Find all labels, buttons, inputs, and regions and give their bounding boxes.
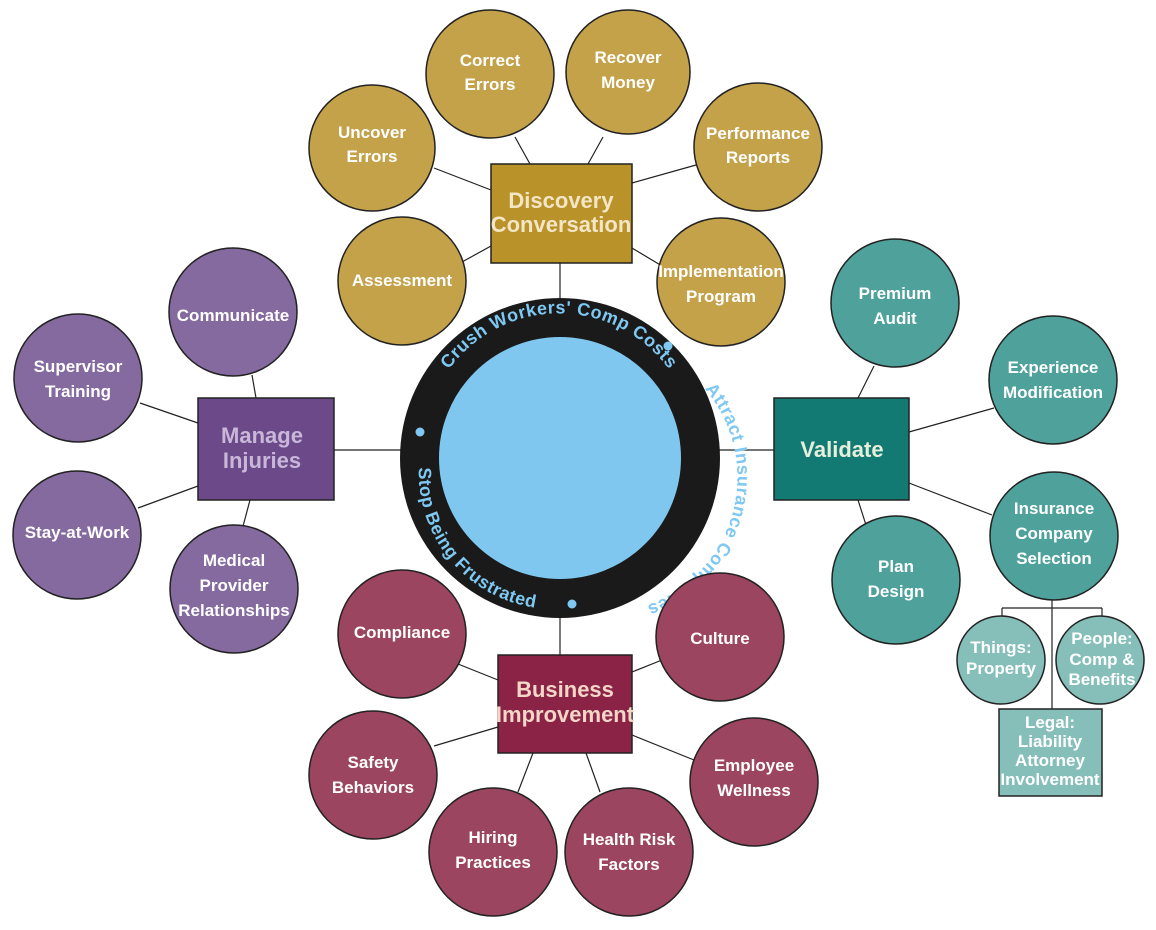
- item-label: Legal:: [1025, 713, 1075, 732]
- manage-hub: [197, 397, 335, 501]
- item-label: Errors: [346, 147, 397, 166]
- item-label: Benefits: [1068, 670, 1135, 689]
- item-label: Attorney: [1015, 751, 1085, 770]
- item-label: Training: [45, 382, 111, 401]
- item-label: Assessment: [352, 271, 453, 290]
- validate-group: Validate Premium Audit Experience Modifi…: [773, 238, 1145, 797]
- validate-item-plan-design: Plan Design: [831, 515, 961, 645]
- ring-dot-top-right: [663, 341, 673, 351]
- business-title-1: Business: [516, 677, 614, 702]
- item-label: Correct: [460, 51, 521, 70]
- ring-dot-left: [415, 427, 425, 437]
- item-label: Plan: [878, 557, 914, 576]
- business-item-compliance: Compliance: [337, 569, 467, 699]
- discovery-item-implementation-program: Implementation Program: [656, 217, 786, 347]
- item-label: Reports: [726, 148, 790, 167]
- center-ring: Crush Workers' Comp Costs Attract Insura…: [400, 297, 753, 621]
- discovery-item-uncover-errors: Uncover Errors: [308, 84, 436, 212]
- manage-title-2: Injuries: [223, 448, 301, 473]
- discovery-group: Discovery Conversation Uncover Errors Co…: [308, 9, 823, 347]
- business-item-culture: Culture: [655, 572, 785, 702]
- item-label: Hiring: [468, 828, 517, 847]
- discovery-item-recover-money: Recover Money: [565, 9, 691, 135]
- manage-title-1: Manage: [221, 423, 303, 448]
- item-label: Culture: [690, 629, 750, 648]
- discovery-item-performance-reports: Performance Reports: [693, 82, 823, 212]
- validate-sub-things-property: Things: Property: [956, 615, 1046, 705]
- item-label: Safety: [347, 753, 399, 772]
- item-label: Provider: [200, 576, 269, 595]
- business-item-health-risk-factors: Health Risk Factors: [564, 787, 694, 917]
- business-item-hiring-practices: Hiring Practices: [428, 787, 558, 917]
- item-label: Insurance: [1014, 499, 1094, 518]
- item-label: Program: [686, 287, 756, 306]
- item-label: Things:: [970, 638, 1031, 657]
- item-label: Stay-at-Work: [25, 523, 130, 542]
- manage-item-supervisor-training: Supervisor Training: [13, 313, 143, 443]
- manage-item-medical-provider-relationships: Medical Provider Relationships: [169, 524, 299, 654]
- validate-hub: [773, 397, 910, 501]
- item-label: Money: [601, 73, 655, 92]
- discovery-item-correct-errors: Correct Errors: [425, 9, 555, 139]
- item-label: Experience: [1008, 358, 1099, 377]
- manage-item-communicate: Communicate: [168, 247, 298, 377]
- validate-title: Validate: [800, 437, 883, 462]
- business-hub: [497, 654, 633, 754]
- item-label: Performance: [706, 124, 810, 143]
- validate-item-premium-audit: Premium Audit: [830, 238, 960, 368]
- item-label: Liability: [1018, 732, 1083, 751]
- item-label: Compliance: [354, 623, 450, 642]
- business-item-safety-behaviors: Safety Behaviors: [308, 710, 438, 840]
- business-group: Business Improvement Compliance Culture …: [308, 569, 819, 917]
- discovery-item-assessment: Assessment: [337, 216, 467, 346]
- item-label: Factors: [598, 855, 659, 874]
- item-label: Design: [868, 582, 925, 601]
- manage-group: Manage Injuries Communicate Supervisor T…: [12, 247, 335, 654]
- item-label: Employee: [714, 756, 794, 775]
- item-label: Health Risk: [583, 830, 676, 849]
- validate-sub-legal-liability: Legal: Liability Attorney Involvement: [998, 708, 1103, 797]
- item-label: Medical: [203, 551, 265, 570]
- item-label: Property: [966, 659, 1036, 678]
- business-item-employee-wellness: Employee Wellness: [689, 717, 819, 847]
- item-label: Premium: [859, 284, 932, 303]
- item-label: Comp &: [1069, 650, 1134, 669]
- item-label: Company: [1015, 524, 1093, 543]
- item-label: Modification: [1003, 383, 1103, 402]
- ring-dot-bottom: [567, 599, 577, 609]
- discovery-hub: [490, 163, 633, 264]
- manage-item-stay-at-work: Stay-at-Work: [12, 470, 142, 600]
- item-label: Communicate: [177, 306, 289, 325]
- item-label: Involvement: [1000, 770, 1100, 789]
- center-fill: [437, 335, 683, 581]
- item-label: Selection: [1016, 549, 1092, 568]
- business-title-2: Improvement: [496, 702, 635, 727]
- item-label: Wellness: [717, 781, 790, 800]
- item-label: Uncover: [338, 123, 406, 142]
- discovery-title-1: Discovery: [508, 188, 614, 213]
- item-label: Errors: [464, 75, 515, 94]
- item-label: Practices: [455, 853, 531, 872]
- item-label: Implementation: [658, 262, 784, 281]
- item-label: People:: [1071, 629, 1132, 648]
- validate-item-experience-modification: Experience Modification: [988, 315, 1118, 445]
- item-label: Supervisor: [34, 357, 123, 376]
- validate-item-insurance-company-selection: Insurance Company Selection: [989, 471, 1119, 601]
- item-label: Recover: [594, 48, 661, 67]
- item-label: Audit: [873, 309, 917, 328]
- item-label: Relationships: [178, 601, 289, 620]
- validate-sub-people-comp-benefits: People: Comp & Benefits: [1055, 615, 1145, 705]
- discovery-title-2: Conversation: [491, 212, 632, 237]
- item-label: Behaviors: [332, 778, 414, 797]
